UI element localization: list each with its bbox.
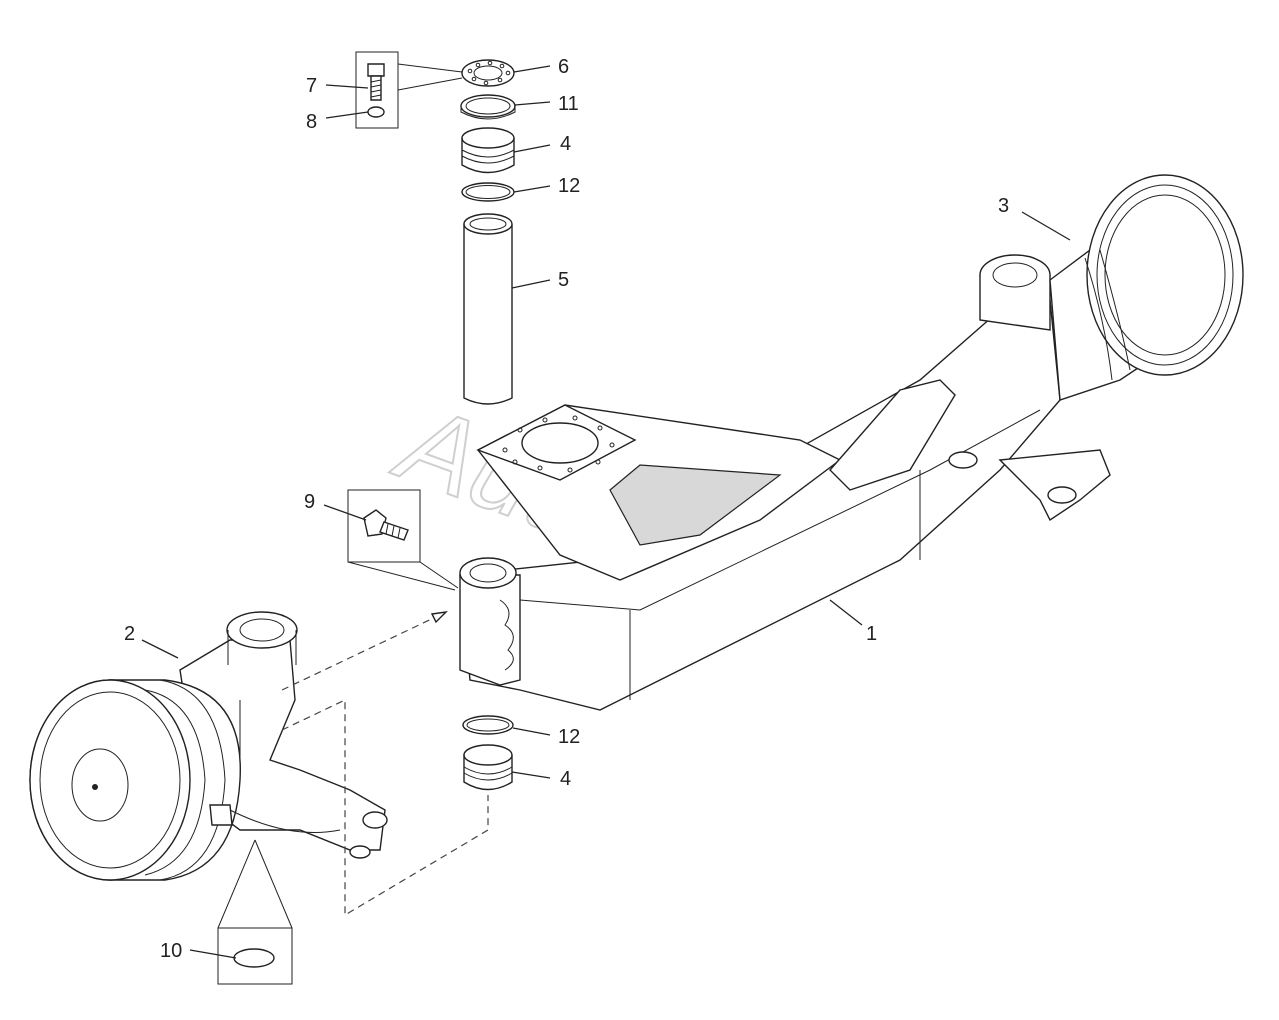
svg-text:11: 11 xyxy=(558,93,579,115)
bolt-detail-box-7-8 xyxy=(355,51,463,129)
left-hub-part xyxy=(29,611,388,881)
svg-text:12: 12 xyxy=(558,175,580,197)
callout-8: 8 xyxy=(306,111,369,133)
svg-text:8: 8 xyxy=(306,111,317,133)
king-pin-part-5 xyxy=(463,213,513,405)
svg-text:10: 10 xyxy=(160,940,182,962)
svg-text:9: 9 xyxy=(304,491,315,513)
right-hub-part xyxy=(1049,174,1244,401)
callout-12-upper: 12 xyxy=(513,175,580,197)
seal-part-11 xyxy=(460,94,516,120)
assembly-arrow xyxy=(430,611,448,624)
callout-1: 1 xyxy=(829,599,877,645)
callout-10: 10 xyxy=(160,940,237,962)
callout-2: 2 xyxy=(124,623,179,659)
oring-part-12-upper xyxy=(461,182,515,202)
callout-6: 6 xyxy=(513,56,569,78)
svg-text:6: 6 xyxy=(558,56,569,78)
oring-part-12-lower xyxy=(462,715,514,735)
bushing-part-4-upper xyxy=(461,127,515,174)
plug-detail-box-10 xyxy=(217,839,293,985)
callout-7: 7 xyxy=(306,75,369,97)
svg-text:2: 2 xyxy=(124,623,135,645)
callout-4-upper: 4 xyxy=(513,133,571,155)
callout-11: 11 xyxy=(514,93,579,115)
svg-text:4: 4 xyxy=(560,133,571,155)
bushing-part-4-lower xyxy=(463,744,513,791)
svg-text:4: 4 xyxy=(560,768,571,790)
callout-3: 3 xyxy=(998,195,1071,241)
svg-text:3: 3 xyxy=(998,195,1009,217)
assembly-line-knuckle-to-beam xyxy=(281,614,441,691)
axle-beam-part xyxy=(459,254,1111,711)
svg-text:1: 1 xyxy=(866,623,877,645)
callout-4-lower: 4 xyxy=(511,768,571,790)
callout-5: 5 xyxy=(511,269,569,291)
bolt-detail-box-9 xyxy=(347,489,459,591)
svg-text:5: 5 xyxy=(558,269,569,291)
assembly-line-lower-loop xyxy=(281,699,489,917)
callout-9: 9 xyxy=(304,491,367,521)
washer-part-6 xyxy=(461,59,515,87)
callout-12-lower: 12 xyxy=(512,726,580,748)
svg-text:12: 12 xyxy=(558,726,580,748)
svg-text:7: 7 xyxy=(306,75,317,97)
